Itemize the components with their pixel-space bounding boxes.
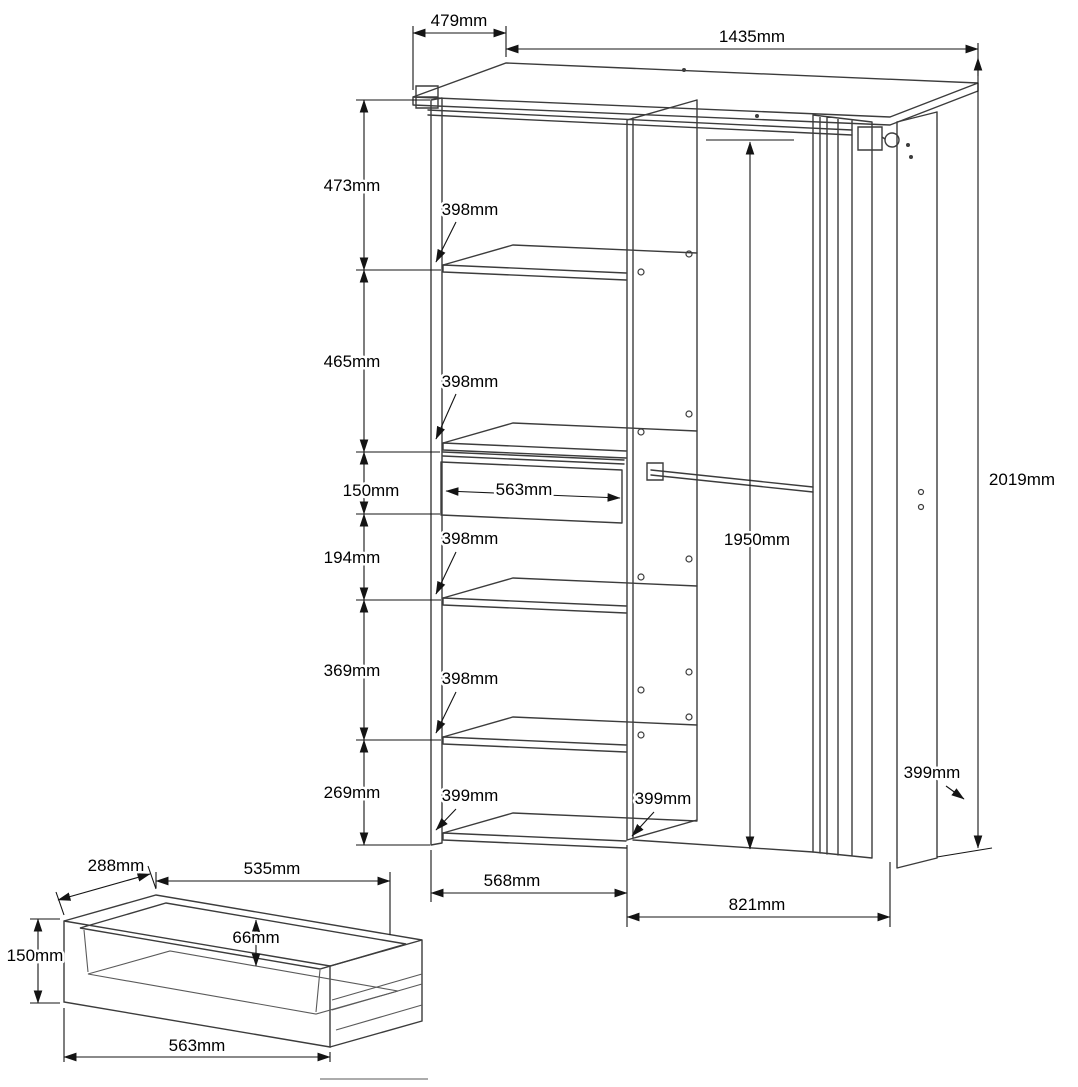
middle-hanging-rod	[646, 462, 814, 493]
dim-drawer-zone-label: 150mm	[343, 481, 400, 500]
dim-drawer-front-height-label: 150mm	[7, 946, 64, 965]
dim-side-panel-depth-label: 399mm	[904, 763, 961, 782]
internal-drawer	[440, 451, 625, 524]
dim-top-depth-label: 479mm	[431, 11, 488, 30]
wardrobe-structure	[412, 62, 979, 869]
dim-left-width-label: 568mm	[484, 871, 541, 890]
middle-partition	[626, 99, 698, 841]
left-side-panel	[430, 97, 443, 846]
drawer-body	[63, 894, 428, 1080]
dimension-lines	[356, 26, 993, 927]
dim-section5-label: 269mm	[324, 783, 381, 802]
right-side-panel	[896, 111, 938, 869]
dim-top-width-label: 1435mm	[719, 27, 785, 46]
dim-right-width-label: 821mm	[729, 895, 786, 914]
dim-drawer-inner-height-label: 66mm	[232, 928, 279, 947]
dim-section1-label: 473mm	[324, 176, 381, 195]
dim-section4-label: 369mm	[324, 661, 381, 680]
right-slat-panels	[812, 114, 873, 859]
dim-bottom-shelf-label: 399mm	[442, 786, 499, 805]
dimension-labels: 479mm 1435mm 473mm 398mm 465mm 398mm 150…	[4, 9, 1057, 1058]
dim-interior-height-label: 1950mm	[724, 530, 790, 549]
dim-shelf1-label: 398mm	[442, 200, 499, 219]
drawer-detail	[30, 865, 428, 1080]
right-section-floor	[632, 839, 814, 853]
dim-shelf3-label: 398mm	[442, 529, 499, 548]
top-hanging-rod	[415, 85, 900, 151]
drawer-dimension-lines	[30, 865, 391, 1062]
dim-drawer-width-label: 563mm	[169, 1036, 226, 1055]
dim-section2-label: 465mm	[324, 352, 381, 371]
dim-drawer-depth-label: 288mm	[88, 856, 145, 875]
dim-shelf4-label: 398mm	[442, 669, 499, 688]
shelves	[442, 244, 698, 849]
top-panel	[412, 62, 979, 126]
dim-partition-depth-label: 399mm	[635, 789, 692, 808]
dim-shelf2-label: 398mm	[442, 372, 499, 391]
dim-section3-label: 194mm	[324, 548, 381, 567]
dim-total-height-label: 2019mm	[989, 470, 1055, 489]
dim-inner-width-label: 563mm	[496, 480, 553, 499]
dim-drawer-top-width-label: 535mm	[244, 859, 301, 878]
